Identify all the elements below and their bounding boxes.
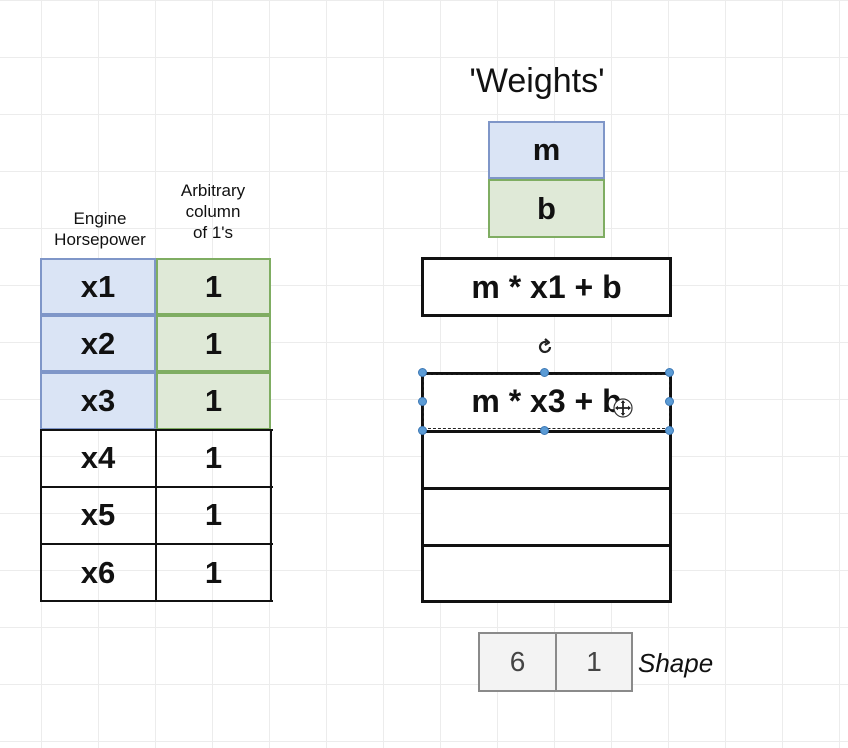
rotate-icon[interactable] — [534, 336, 556, 358]
matrix-col-line — [155, 428, 157, 603]
engine-horsepower-header: Engine Horsepower — [40, 208, 160, 250]
feature-x-label: x2 — [80, 325, 116, 361]
shape-cols-cell: 1 — [557, 634, 631, 690]
feature-one-label: 1 — [204, 382, 223, 418]
selection-handle-mr[interactable] — [665, 397, 674, 406]
selection-handle-bl[interactable] — [418, 426, 427, 435]
weights-title: 'Weights' — [469, 62, 605, 100]
shape-divider — [555, 634, 557, 690]
feature-one-cell: 1 — [156, 315, 271, 373]
header-line: Horsepower — [54, 230, 146, 249]
row-divider — [424, 487, 669, 490]
shape-cols-value: 1 — [586, 646, 602, 677]
feature-x-cell: x1 — [40, 258, 156, 316]
weight-b-cell: b — [488, 179, 605, 238]
selection-handle-tr[interactable] — [665, 368, 674, 377]
header-line: column — [185, 202, 241, 221]
feature-one-cell: 1 — [156, 258, 271, 316]
selection-handle-tl[interactable] — [418, 368, 427, 377]
weight-m-cell: m — [488, 121, 605, 179]
selection-handle-tm[interactable] — [540, 368, 549, 377]
arbitrary-column-header: Arbitrary column of 1's — [153, 180, 273, 243]
shape-rows-cell: 6 — [480, 634, 555, 690]
shape-rows-value: 6 — [509, 646, 526, 677]
move-cursor-icon — [613, 398, 633, 418]
feature-one-cell: 1 — [156, 487, 271, 544]
result-row-2-label: m * x3 + b — [471, 383, 622, 419]
feature-x-label: x3 — [80, 382, 116, 418]
feature-one-label: 1 — [204, 497, 223, 533]
feature-one-label: 1 — [204, 325, 223, 361]
header-line: Arbitrary — [180, 181, 246, 200]
matrix-col-line — [270, 428, 272, 603]
selection-handle-bm[interactable] — [540, 426, 549, 435]
matrix-col-line — [40, 428, 42, 603]
weight-b-label: b — [537, 190, 556, 226]
weight-m-label: m — [532, 132, 561, 167]
shape-label: Shape — [638, 648, 714, 678]
header-line: Engine — [73, 209, 127, 228]
header-line: of 1's — [192, 223, 234, 242]
feature-x-label: x4 — [80, 440, 116, 476]
selection-handle-br[interactable] — [665, 426, 674, 435]
feature-x-label: x1 — [80, 268, 116, 304]
feature-x-cell: x5 — [40, 487, 156, 544]
selection-handle-ml[interactable] — [418, 397, 427, 406]
feature-one-label: 1 — [204, 554, 223, 590]
feature-x-label: x6 — [80, 554, 116, 590]
feature-one-label: 1 — [204, 268, 223, 304]
feature-x-cell: x3 — [40, 372, 156, 430]
row-divider — [424, 544, 669, 547]
feature-one-cell: 1 — [156, 544, 271, 601]
result-row-1-label: m * x1 + b — [471, 268, 622, 305]
feature-x-cell: x2 — [40, 315, 156, 373]
feature-one-label: 1 — [204, 440, 223, 476]
feature-one-cell: 1 — [156, 430, 271, 487]
feature-x-cell: x6 — [40, 544, 156, 601]
result-row-1: m * x1 + b — [421, 257, 672, 317]
feature-x-label: x5 — [80, 497, 116, 533]
feature-x-cell: x4 — [40, 430, 156, 487]
feature-one-cell: 1 — [156, 372, 271, 430]
